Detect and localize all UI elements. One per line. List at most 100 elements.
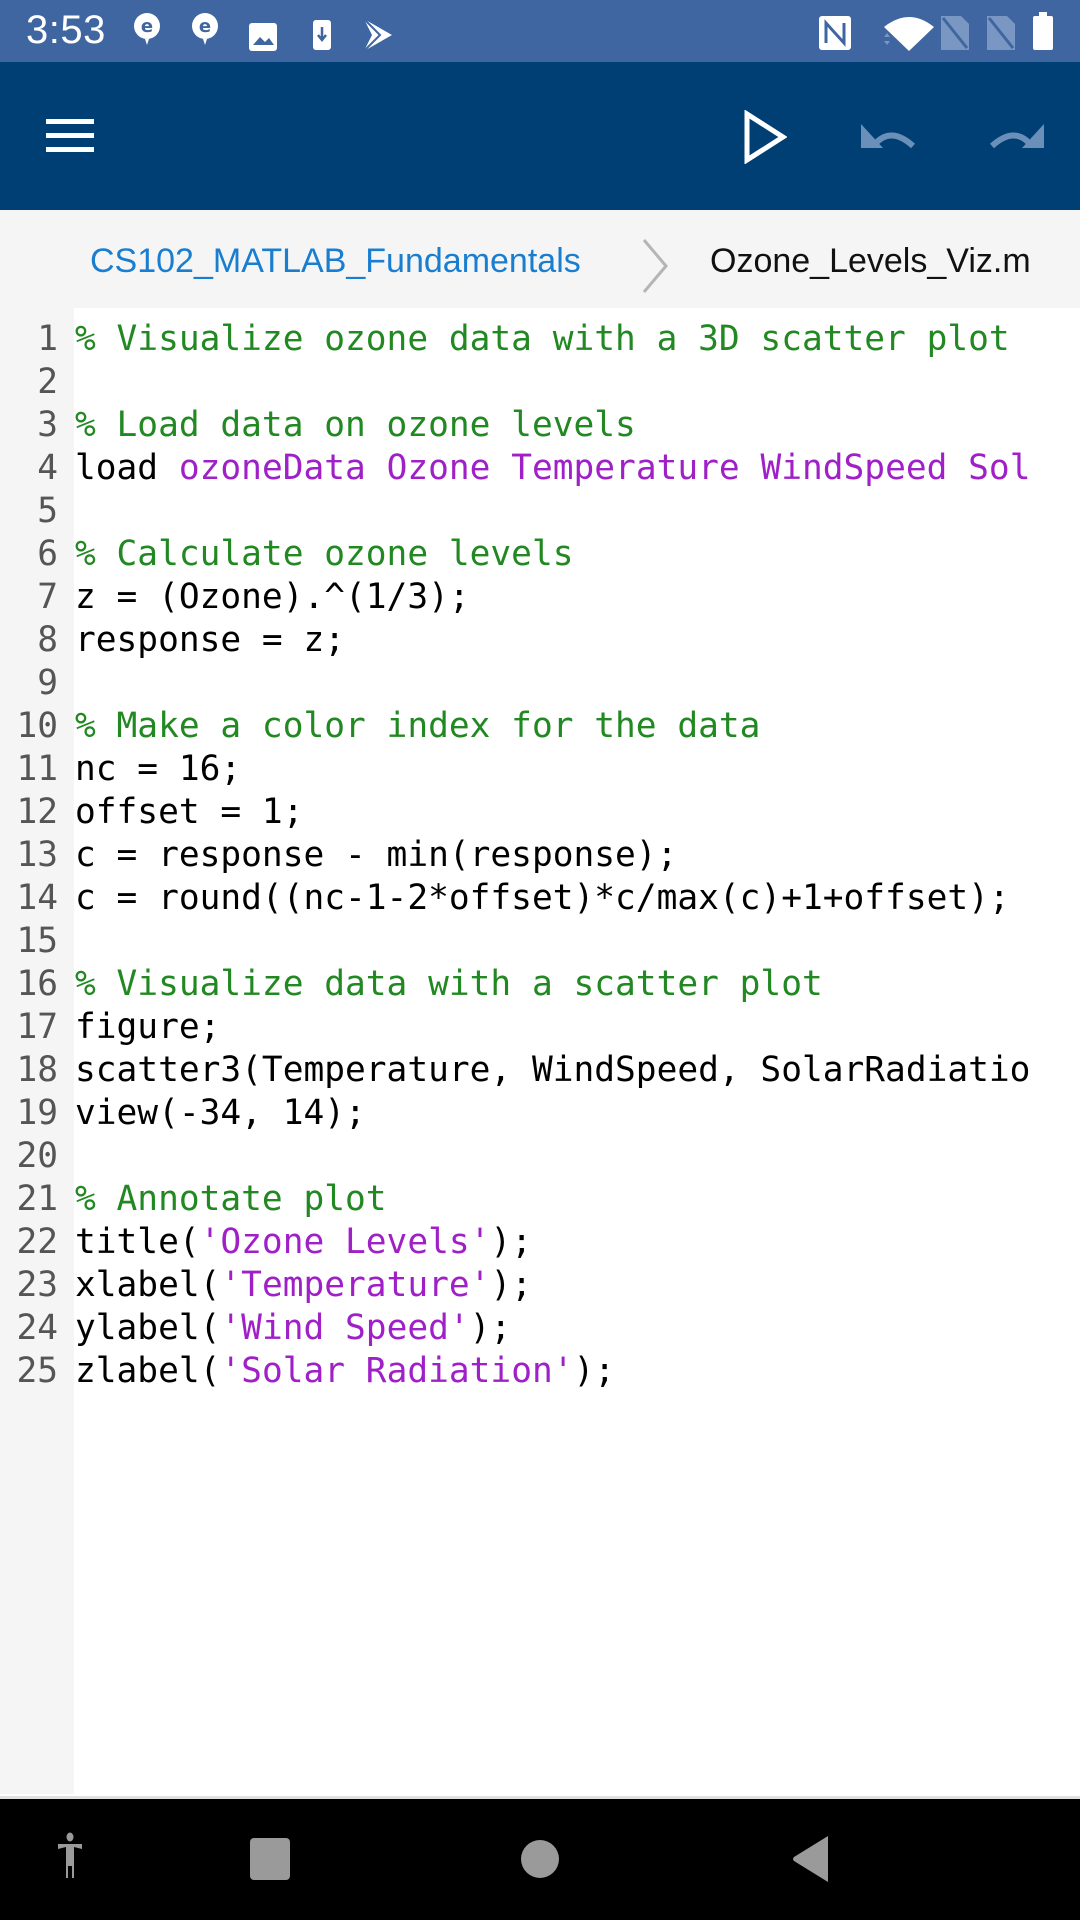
code-token-comment: % Visualize ozone data with a 3D scatter… [75,319,1010,359]
home-button[interactable] [510,1829,570,1889]
battery-icon [1033,12,1053,50]
code-line[interactable]: 17 figure; [0,1006,1080,1049]
code-line[interactable]: 24 ylabel('Wind Speed'); [0,1307,1080,1350]
code-token-plain: c = round((nc-1-2*offset)*c/max(c)+1+off… [75,878,1010,918]
code-token-plain: zlabel( [75,1351,221,1391]
line-number: 9 [37,663,58,703]
line-number: 1 [37,319,58,359]
redo-button[interactable] [980,102,1050,172]
line-number: 11 [16,749,58,789]
code-token-string: ozoneData Ozone Temperature WindSpeed So… [178,448,1031,488]
code-token-plain: load [75,448,179,488]
no-sim-icon [987,16,1015,50]
app-bar [0,62,1080,210]
code-token-plain: z = (Ozone).^(1/3); [75,577,470,617]
line-number: 24 [16,1308,58,1348]
code-token-plain: figure; [75,1007,221,1047]
code-line[interactable]: 2 [0,361,1080,404]
code-token-string: 'Ozone Levels' [199,1222,491,1262]
code-text: nc = 16; [75,748,241,791]
code-line[interactable]: 11 nc = 16; [0,748,1080,791]
code-token-plain: view(-34, 14); [75,1093,366,1133]
play-store-icon [363,18,392,52]
code-token-plain: ); [469,1308,512,1348]
code-token-plain: ); [490,1265,532,1305]
code-line[interactable]: 12 offset = 1; [0,791,1080,834]
line-number: 8 [37,620,58,660]
line-number: 18 [16,1050,58,1090]
line-number: 23 [16,1265,58,1305]
code-line[interactable]: 7 z = (Ozone).^(1/3); [0,576,1080,619]
code-token-plain: nc = 16; [75,749,242,789]
line-number: 21 [16,1179,58,1219]
code-line[interactable]: 6 % Calculate ozone levels [0,533,1080,576]
hamburger-menu-icon [46,119,94,152]
line-number-gutter [0,308,74,1794]
menu-button[interactable] [40,106,100,166]
code-text: ylabel('Wind Speed'); [75,1307,511,1350]
accessibility-icon [58,1832,82,1878]
download-icon [313,20,331,50]
code-line[interactable]: 18 scatter3(Temperature, WindSpeed, Solar… [0,1049,1080,1092]
back-button[interactable] [780,1829,840,1889]
code-text: scatter3(Temperature, WindSpeed, SolarRa… [75,1049,1030,1092]
code-token-comment: % Annotate plot [75,1179,387,1219]
recents-button[interactable] [240,1829,300,1889]
line-number: 7 [37,577,58,617]
nfc-icon [819,16,851,50]
code-line[interactable]: 4 load ozoneData Ozone Temperature WindSp… [0,447,1080,490]
code-line[interactable]: 16% Visualize data with a scatter plot [0,963,1080,1006]
line-number: 17 [16,1007,58,1047]
breadcrumb-parent-folder[interactable]: CS102_MATLAB_Fundamentals [90,242,581,280]
redo-icon [989,124,1044,149]
code-line[interactable]: 9 [0,662,1080,705]
code-line[interactable]: 20 [0,1135,1080,1178]
code-line[interactable]: 1 % Visualize ozone data with a 3D scatte… [0,318,1080,361]
run-button[interactable] [730,102,800,172]
code-token-plain: xlabel( [75,1265,221,1305]
code-text: offset = 1; [75,791,303,834]
code-line[interactable]: 14 c = round((nc-1-2*offset)*c/max(c)+1+o… [0,877,1080,920]
line-number: 4 [37,448,58,488]
code-text: % Calculate ozone levels [75,533,574,576]
line-number: 20 [16,1136,58,1176]
code-editor[interactable]: 1 % Visualize ozone data with a 3D scatte… [0,308,1080,1794]
code-token-string: 'Wind Speed' [220,1308,470,1348]
notification-e-icon: e [134,13,160,45]
code-text: z = (Ozone).^(1/3); [75,576,470,619]
undo-icon [861,124,916,149]
home-circle-icon [521,1840,559,1878]
line-number: 12 [16,792,58,832]
system-nav-bar [0,1796,1080,1920]
code-token-plain: response = z; [75,620,346,660]
code-text: load ozoneData Ozone Temperature WindSpe… [75,447,1030,490]
no-sim-icon [941,16,969,50]
code-line[interactable]: 21 % Annotate plot [0,1178,1080,1221]
line-number: 10 [16,706,58,746]
code-text: % Make a color index for the data [75,705,760,748]
back-triangle-icon [793,1836,828,1882]
line-number: 6 [37,534,58,574]
code-token-comment: % Load data on ozone levels [75,405,636,445]
line-number: 3 [37,405,58,445]
recents-square-icon [250,1838,290,1880]
code-line[interactable]: 5 [0,490,1080,533]
code-line[interactable]: 8 response = z; [0,619,1080,662]
code-text: zlabel('Solar Radiation'); [75,1350,615,1393]
code-line[interactable]: 3 % Load data on ozone levels [0,404,1080,447]
image-icon [249,23,277,51]
undo-button[interactable] [855,102,925,172]
code-token-string: 'Solar Radiation' [220,1351,574,1391]
line-number: 15 [16,921,58,961]
code-line[interactable]: 10 % Make a color index for the data [0,705,1080,748]
line-number: 14 [16,878,58,918]
code-token-plain: ylabel( [75,1308,221,1348]
accessibility-button[interactable] [40,1829,100,1889]
code-text: % Visualize data with a scatter plot [75,963,823,1006]
code-line[interactable]: 15 [0,920,1080,963]
